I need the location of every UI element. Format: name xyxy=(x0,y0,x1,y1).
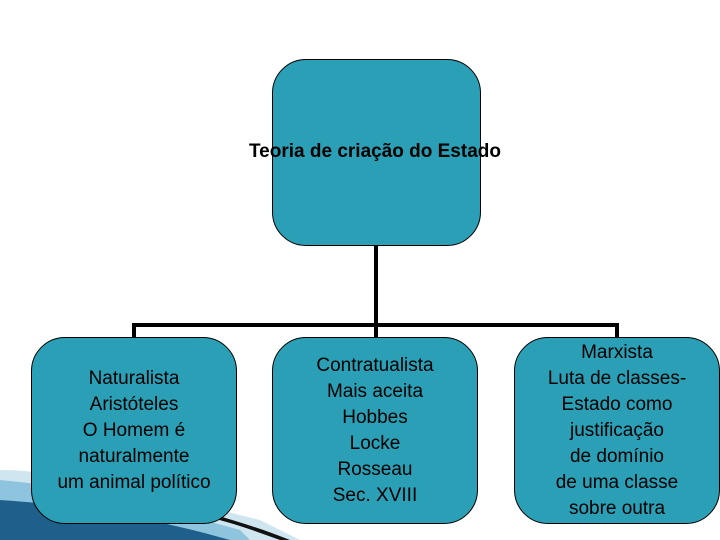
child-node-naturalista: Naturalista Aristóteles O Homem é natura… xyxy=(31,337,237,524)
child-node-line: Contratualista xyxy=(316,354,434,376)
child-node-line: um animal político xyxy=(57,471,211,493)
child-node-line: de uma classe xyxy=(555,471,679,493)
child-node-line: justificação xyxy=(570,419,664,441)
child-node-line: Luta de classes- xyxy=(547,367,687,389)
child-node-line: Estado como xyxy=(561,393,673,415)
child-node-line: naturalmente xyxy=(78,445,190,467)
child-node-line: sobre outra xyxy=(568,497,666,519)
child-node-line: Marxista xyxy=(581,341,653,363)
child-node-line: Sec. XVIII xyxy=(332,484,418,506)
child-node-line: O Homem é xyxy=(82,419,186,441)
child-node-line: Naturalista xyxy=(88,367,180,389)
child-node-marxista: Marxista Luta de classes- Estado como ju… xyxy=(514,337,720,524)
child-node-line: Locke xyxy=(349,432,401,454)
child-node-contratualista: Contratualista Mais aceita Hobbes Locke … xyxy=(272,337,478,524)
root-node-box xyxy=(272,59,481,246)
child-node-line: Hobbes xyxy=(342,406,408,428)
child-node-line: Aristóteles xyxy=(89,393,179,415)
root-node-label: Teoria de criação do Estado xyxy=(248,141,501,162)
child-node-line: Mais aceita xyxy=(326,380,424,402)
child-node-line: Rosseau xyxy=(337,458,413,480)
child-node-line: de domínio xyxy=(569,445,664,467)
